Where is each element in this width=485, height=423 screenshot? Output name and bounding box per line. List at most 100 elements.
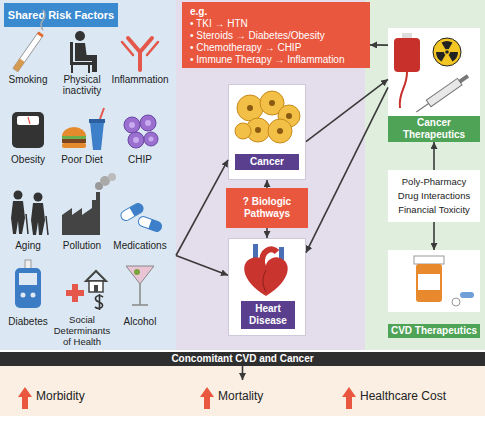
graphic-part xyxy=(388,28,480,116)
risk-factor-label: Physical inactivity xyxy=(55,74,109,96)
connector-arrow xyxy=(176,160,228,256)
pathway-box: ? Biologic Pathways xyxy=(226,188,308,228)
graphic-part xyxy=(452,298,460,306)
glucose-meter-icon xyxy=(15,260,41,308)
graphic-part xyxy=(235,123,251,139)
graphic-part xyxy=(41,10,45,30)
node-text: • Steroids → Diabetes/Obesity xyxy=(190,30,362,42)
node-text: Morbidity xyxy=(36,389,85,403)
graphic-part xyxy=(149,137,154,142)
right-panel xyxy=(365,0,485,350)
risk-factor-label: Poor Diet xyxy=(55,154,109,165)
antibody-icon xyxy=(122,38,158,70)
graphic-part xyxy=(75,31,85,41)
node-text: Mortality xyxy=(218,389,263,403)
cancer-therapeutics-box: Cancer Therapeutics xyxy=(388,28,480,142)
graphic-part xyxy=(244,257,287,296)
graphic-part xyxy=(88,64,90,73)
graphic-part xyxy=(269,100,275,106)
graphic-part xyxy=(137,215,163,233)
graphic-part xyxy=(34,193,43,202)
graphic-part xyxy=(145,120,151,126)
graphic-part xyxy=(94,285,98,292)
graphic-part xyxy=(262,249,277,264)
graphic-part xyxy=(126,266,154,284)
graphic-part xyxy=(260,91,284,115)
graphic-part xyxy=(62,139,86,143)
graphic-part xyxy=(95,294,103,310)
connector-arrow xyxy=(306,79,388,141)
graphic-part xyxy=(95,182,103,190)
graphic-part xyxy=(19,273,37,285)
seated-person-icon xyxy=(70,31,97,73)
scale-icon xyxy=(12,112,44,148)
graphic-part xyxy=(21,293,26,298)
graphic-part xyxy=(119,202,145,223)
risk-factor-label: Pollution xyxy=(55,240,109,251)
graphic-part xyxy=(129,122,135,128)
graphic-part xyxy=(416,103,428,112)
graphic-part xyxy=(26,214,28,234)
graphic-part xyxy=(128,132,144,148)
node-text: Cancer xyxy=(235,154,299,170)
concomitant-bar: Concomitant CVD and Cancer xyxy=(0,352,485,366)
graphic-part xyxy=(444,47,459,62)
graphic-part xyxy=(124,117,140,133)
graphic-part xyxy=(133,137,139,143)
graphic-part xyxy=(15,268,41,308)
graphic-part xyxy=(108,173,116,181)
graphic-part xyxy=(70,42,73,63)
risk-factor-label: Aging xyxy=(1,240,55,251)
cancer-cells-illustration xyxy=(235,91,300,143)
graphic-part xyxy=(62,136,86,139)
graphic-part xyxy=(279,247,284,260)
graphic-part xyxy=(400,72,407,108)
risk-factor-label: Medications xyxy=(108,240,172,251)
elderly-people-icon xyxy=(11,191,48,236)
connector-arrow xyxy=(433,142,435,170)
node-text: • Immune Therapy → Inflammation xyxy=(190,54,362,66)
graphic-part xyxy=(246,118,270,142)
node-text: Concomitant CVD and Cancer xyxy=(0,352,485,366)
graphic-part xyxy=(13,31,44,71)
graphic-part xyxy=(418,274,440,290)
node-text: Drug Interactions xyxy=(398,189,470,203)
connector-arrow xyxy=(266,180,268,188)
graphic-part xyxy=(90,122,104,150)
factory-icon xyxy=(62,173,116,235)
graphic-part xyxy=(11,201,25,234)
node-text: • TKI → HTN xyxy=(190,18,362,30)
graphic-part xyxy=(17,116,39,125)
graphic-part xyxy=(445,50,449,54)
outcome-band xyxy=(0,366,485,416)
risk-factor-label: Obesity xyxy=(1,154,55,165)
node-text: Poly-Pharmacy xyxy=(402,175,466,189)
fast-food-icon xyxy=(62,108,105,150)
graphic-part xyxy=(119,202,145,223)
graphic-part xyxy=(132,304,148,306)
graphic-part xyxy=(89,281,103,292)
graphic-part xyxy=(31,203,45,235)
cigarette-icon xyxy=(13,10,45,72)
graphic-part xyxy=(137,215,163,233)
graphic-part xyxy=(100,108,104,119)
graphic-part xyxy=(433,38,461,66)
graphic-part xyxy=(134,269,140,275)
connector-arrow xyxy=(242,366,244,380)
graphic-part xyxy=(426,78,462,106)
graphic-part xyxy=(28,117,30,124)
outcome-row: MorbidityMortalityHealthcare Cost xyxy=(0,380,485,414)
graphic-part xyxy=(414,73,470,116)
example-box: e.g.• TKI → HTN• Steroids → Diabetes/Obe… xyxy=(182,2,370,68)
graphic-part xyxy=(342,387,356,409)
graphic-part xyxy=(122,42,158,55)
martini-icon xyxy=(126,266,154,305)
node-text: • Chemotherapy → CHIP xyxy=(190,42,362,54)
node-text: ? Biologic Pathways xyxy=(226,196,308,220)
graphic-part xyxy=(70,62,92,65)
graphic-part xyxy=(255,127,261,133)
graphic-part xyxy=(459,74,469,83)
graphic-part xyxy=(394,38,420,72)
connector-arrow xyxy=(370,44,388,46)
